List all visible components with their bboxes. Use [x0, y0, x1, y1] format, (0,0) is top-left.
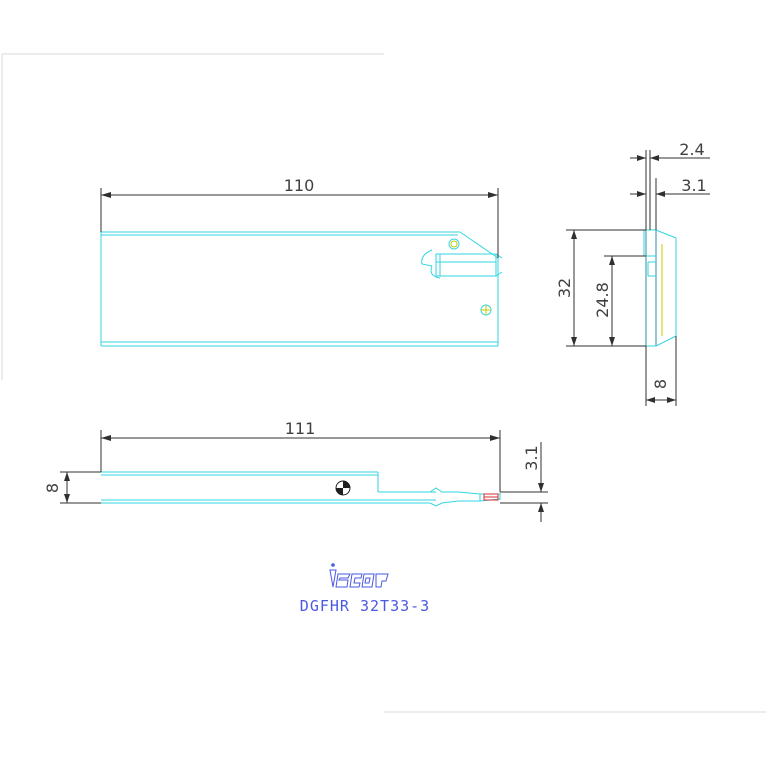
end-view: 2.4 3.1 32 24.8: [555, 140, 710, 406]
dim-3-1-end: 3.1: [630, 176, 710, 230]
dim-8-side-label: 8: [43, 483, 62, 493]
center-of-gravity-symbol: [335, 480, 351, 496]
dim-2-4: 2.4: [630, 140, 710, 230]
dim-8-side: 8: [43, 471, 101, 504]
dim-2-4-label: 2.4: [679, 140, 704, 159]
top-view-clamp: [421, 249, 503, 279]
insert-tip-detail: [483, 493, 499, 501]
dim-3-1-side: 3.1: [500, 442, 548, 522]
dim-111-label: 111: [285, 419, 316, 438]
top-view-outline: [100, 231, 499, 347]
dim-8-end-label: 8: [651, 379, 670, 389]
dim-110-label: 110: [284, 176, 315, 195]
dim-8-end: 8: [645, 336, 677, 406]
brand-name: iscar: [0, 0, 3, 1]
dim-24-8: 24.8: [593, 255, 646, 346]
side-view: 111 8 3.1: [43, 419, 548, 522]
dim-32-label: 32: [555, 278, 574, 298]
sheet-frame: [1, 53, 766, 713]
iscar-logo: iscar: [0, 0, 389, 588]
dim-3-1-side-label: 3.1: [522, 445, 541, 470]
dim-32: 32: [555, 229, 646, 347]
screw-hole-upper: [448, 238, 460, 250]
end-view-outline: [643, 229, 677, 347]
dim-111: 111: [100, 419, 501, 492]
side-view-outline: [101, 471, 501, 507]
dim-24-8-label: 24.8: [593, 282, 612, 318]
screw-hole-lower: [480, 304, 492, 316]
part-number: DGFHR 32T33-3: [300, 597, 430, 615]
title-block: iscar DGFHR 32T33-3: [0, 0, 430, 615]
top-view: 110: [100, 176, 503, 347]
dim-110: 110: [100, 176, 499, 258]
dim-3-1-end-label: 3.1: [681, 176, 706, 195]
